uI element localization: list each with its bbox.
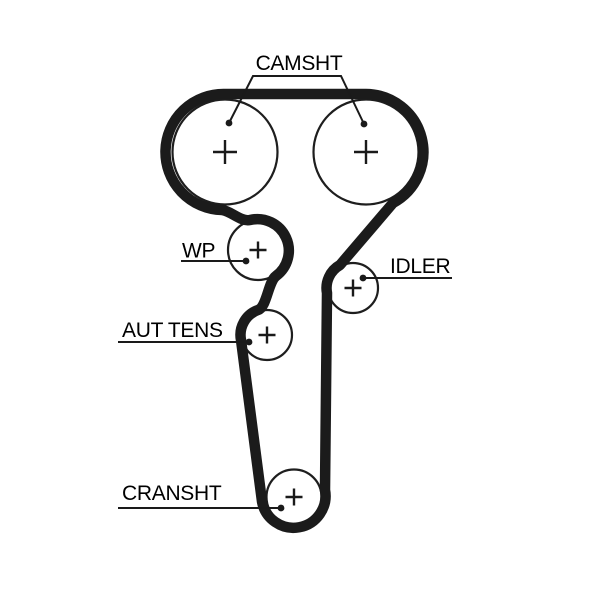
camshaft-label: CAMSHT: [256, 52, 343, 75]
pulley-center-marks: [213, 140, 378, 506]
camshaft-right-leader-dot: [360, 120, 368, 128]
camshaft-left-leader-dot: [225, 119, 233, 127]
aut-tensioner-leader-dot: [245, 338, 253, 346]
aut-tensioner-cross-icon: [258, 326, 276, 344]
camshaft-leader-bracket: [228, 75, 365, 125]
leader-lines: [118, 75, 452, 512]
crankshaft-cross-icon: [285, 488, 303, 506]
idler-label: IDLER: [390, 255, 450, 278]
water-pump-cross-icon: [249, 241, 267, 259]
timing-belt: [160, 88, 429, 533]
camshaft-right-cross-icon: [354, 140, 378, 164]
aut-tensioner-label: AUT TENS: [122, 319, 223, 342]
crankshaft-label: CRANSHT: [122, 482, 222, 505]
water-pump-leader-dot: [242, 257, 250, 265]
crankshaft-leader-dot: [277, 504, 285, 512]
camshaft-left-cross-icon: [213, 140, 237, 164]
labels: CAMSHT WP IDLER AUT TENS CRANSHT: [122, 52, 451, 505]
water-pump-label: WP: [182, 240, 215, 263]
idler-cross-icon: [344, 279, 362, 297]
idler-leader-dot: [359, 274, 367, 282]
pulley-circles: [171, 98, 420, 526]
